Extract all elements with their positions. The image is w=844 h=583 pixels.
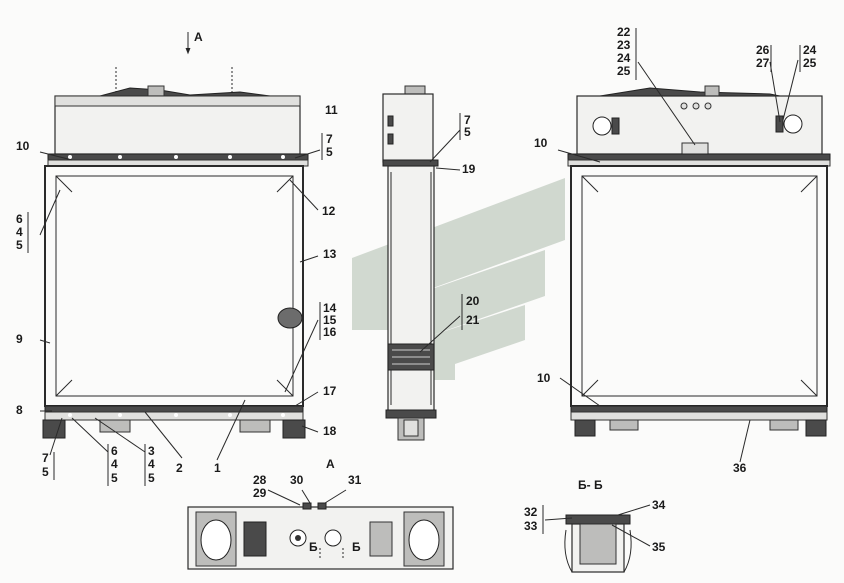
callout-c35: 35	[652, 540, 666, 554]
callout-c20: 20	[466, 294, 480, 308]
left-front-view	[42, 67, 309, 439]
callout-c28: 28	[253, 473, 267, 487]
middle-side-view	[382, 85, 439, 441]
callout-c2: 2	[176, 461, 183, 475]
callout-c4c: 4	[148, 457, 155, 471]
callout-c22: 22	[617, 25, 631, 39]
callout-c21: 21	[466, 313, 480, 327]
callout-c26: 26	[756, 43, 770, 57]
callout-c3: 3	[148, 444, 155, 458]
callout-c14: 14	[323, 301, 337, 315]
callout-c18: 18	[323, 424, 337, 438]
callout-c31: 31	[348, 473, 362, 487]
callout-c19: 19	[462, 162, 476, 176]
callout-c17: 17	[323, 384, 337, 398]
callout-c10b: 10	[534, 136, 548, 150]
callout-c9: 9	[16, 332, 23, 346]
callout-c5c: 5	[16, 238, 23, 252]
callout-c30: 30	[290, 473, 304, 487]
callout-c10c: 10	[537, 371, 551, 385]
callout-c5b: 5	[464, 125, 471, 139]
callout-c15: 15	[323, 313, 337, 327]
callout-c36: 36	[733, 461, 747, 475]
section-b-b	[564, 514, 632, 573]
callout-cB1: Б	[309, 540, 318, 554]
callout-c5f: 5	[148, 471, 155, 485]
callout-cB2: Б	[352, 540, 361, 554]
callout-c23: 23	[617, 38, 631, 52]
callout-c29: 29	[253, 486, 267, 500]
leader-lines	[27, 28, 801, 560]
callout-c8: 8	[16, 403, 23, 417]
callout-c1: 1	[214, 461, 221, 475]
view-a	[187, 502, 454, 570]
callout-c5d: 5	[42, 465, 49, 479]
callout-c25b: 25	[803, 56, 817, 70]
callout-c32: 32	[524, 505, 538, 519]
callout-c7a: 7	[326, 132, 333, 146]
callout-c4b: 4	[111, 457, 118, 471]
callout-c4a: 4	[16, 225, 23, 239]
callout-c6b: 6	[111, 444, 118, 458]
callout-c5a: 5	[326, 145, 333, 159]
callout-c6a: 6	[16, 212, 23, 226]
right-rear-view	[567, 85, 831, 437]
watermark-logo	[352, 178, 565, 380]
callout-c33: 33	[524, 519, 538, 533]
callout-c7b: 7	[464, 113, 471, 127]
frame	[44, 165, 304, 407]
callout-c25a: 25	[617, 64, 631, 78]
callout-c13: 13	[323, 247, 337, 261]
callout-cA1: A	[194, 30, 203, 44]
callout-c11: 11	[325, 103, 338, 117]
callout-cBB: Б- Б	[578, 478, 603, 492]
callout-c24a: 24	[617, 51, 631, 65]
callout-cA2: A	[326, 457, 335, 471]
callout-labels: 2223242526272425A11751075191012645132021…	[16, 25, 817, 554]
callout-c10a: 10	[16, 139, 30, 153]
callout-c5e: 5	[111, 471, 118, 485]
callout-c16: 16	[323, 325, 337, 339]
callout-c24b: 24	[803, 43, 817, 57]
callout-c34: 34	[652, 498, 666, 512]
callout-c7c: 7	[42, 451, 49, 465]
callout-c12: 12	[322, 204, 336, 218]
callout-c27: 27	[756, 56, 770, 70]
